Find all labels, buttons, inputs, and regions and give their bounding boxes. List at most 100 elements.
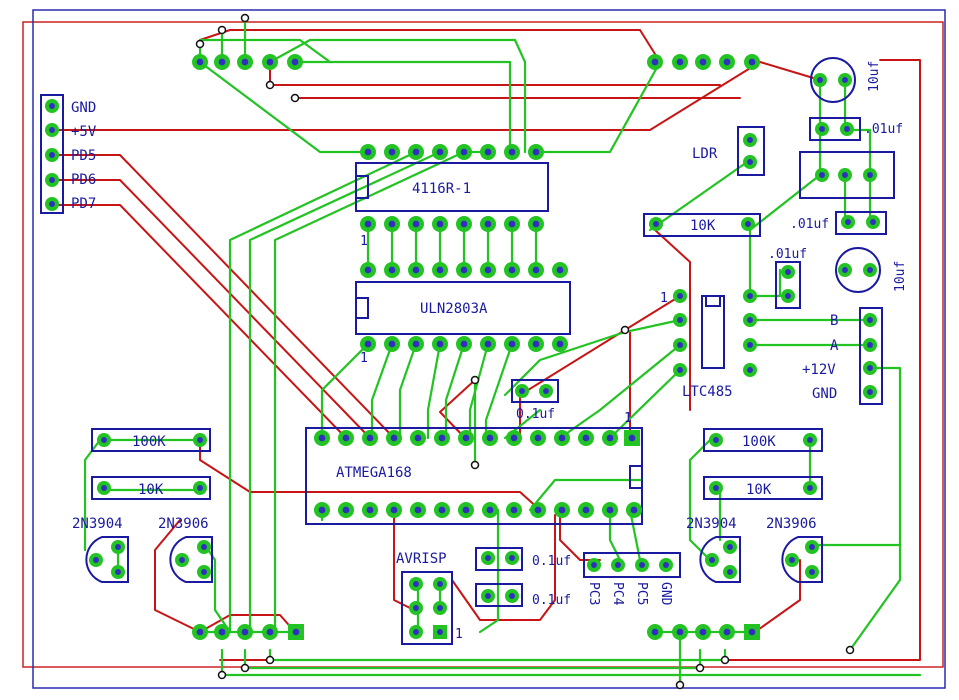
drill-hole xyxy=(867,317,873,323)
drill-hole xyxy=(364,340,372,348)
avrisp-outline xyxy=(401,571,453,645)
drill-hole xyxy=(364,266,372,274)
drill-hole xyxy=(807,437,813,443)
drill-hole xyxy=(543,388,549,394)
drill-hole xyxy=(534,506,542,514)
ic-mcu-notch xyxy=(629,465,643,489)
drill-hole xyxy=(532,340,540,348)
drill-hole xyxy=(817,77,823,83)
drill-hole xyxy=(485,593,491,599)
drill-hole xyxy=(266,628,274,636)
drill-hole xyxy=(101,485,107,491)
drill-hole xyxy=(606,434,614,442)
j2-label-gnd: GND xyxy=(812,386,837,402)
drill-hole xyxy=(318,506,326,514)
drill-hole xyxy=(558,434,566,442)
cap-0p1uf-a-label: 0.1uf xyxy=(516,407,555,422)
ic-driver-label: ULN2803A xyxy=(420,301,488,317)
drill-hole xyxy=(785,293,791,299)
drill-hole xyxy=(713,437,719,443)
ldr-outline xyxy=(737,126,765,176)
drill-hole xyxy=(582,434,590,442)
cap-0p1uf-b-label: 0.1uf xyxy=(532,554,571,569)
via xyxy=(265,80,275,90)
drill-hole xyxy=(651,628,659,636)
pc-header-outline xyxy=(583,552,681,578)
r-10k-top-label: 10K xyxy=(690,218,716,234)
cap-10uf-b-label: 10uf xyxy=(893,261,908,292)
via xyxy=(695,663,705,673)
header-j1-pads xyxy=(45,99,59,211)
drill-hole xyxy=(49,152,55,158)
drill-hole xyxy=(49,201,55,207)
drill-hole xyxy=(508,340,516,348)
j2-label-12v: +12V xyxy=(802,362,836,378)
drill-hole xyxy=(556,340,564,348)
drill-hole xyxy=(390,434,398,442)
drill-hole xyxy=(819,126,825,132)
drill-hole xyxy=(196,628,204,636)
drill-hole xyxy=(484,220,492,228)
drill-hole xyxy=(115,544,121,550)
drill-hole xyxy=(842,77,848,83)
pc-header-pads xyxy=(587,558,673,572)
drill-hole xyxy=(462,506,470,514)
r-10k-left-outline xyxy=(91,476,211,500)
r-100k-left-label: 100K xyxy=(132,434,166,450)
q3-outline xyxy=(699,536,741,583)
drill-hole xyxy=(366,506,374,514)
j1-label-pd6: PD6 xyxy=(71,172,96,188)
via xyxy=(470,460,480,470)
drill-hole xyxy=(534,434,542,442)
regulator-outline xyxy=(799,151,895,199)
drill-hole xyxy=(437,581,443,587)
via xyxy=(290,93,300,103)
drill-hole xyxy=(460,220,468,228)
disp-pin1-mark: 1 xyxy=(360,234,368,249)
drill-hole xyxy=(844,126,850,132)
misc-pads xyxy=(97,13,880,690)
drill-hole xyxy=(677,293,683,299)
drill-hole xyxy=(241,58,249,66)
drill-hole xyxy=(266,58,274,66)
drill-hole xyxy=(412,148,420,156)
q1-label: 2N3904 xyxy=(72,516,123,532)
drill-hole xyxy=(651,58,659,66)
pc-label-pc4: PC4 xyxy=(610,582,625,606)
top-connector-pads xyxy=(192,54,760,70)
drill-hole xyxy=(437,629,443,635)
drill-hole xyxy=(508,148,516,156)
via xyxy=(240,13,250,23)
drill-hole xyxy=(748,58,756,66)
drill-hole xyxy=(388,340,396,348)
drill-hole xyxy=(101,437,107,443)
drill-hole xyxy=(342,434,350,442)
drill-hole xyxy=(366,434,374,442)
via xyxy=(470,375,480,385)
transistor-pads xyxy=(89,540,819,579)
drill-hole xyxy=(789,557,795,563)
drill-hole xyxy=(676,58,684,66)
via xyxy=(675,680,685,690)
via xyxy=(845,645,855,655)
drill-hole xyxy=(747,317,753,323)
cap-0p1uf-c-label: 0.1uf xyxy=(532,593,571,608)
drill-hole xyxy=(115,569,121,575)
drill-hole xyxy=(93,557,99,563)
drill-hole xyxy=(388,266,396,274)
drill-hole xyxy=(412,340,420,348)
pc-label-pc5: PC5 xyxy=(634,582,649,605)
drill-hole xyxy=(713,485,719,491)
ic-mcu-pads xyxy=(314,430,642,518)
q3-label: 2N3904 xyxy=(686,516,737,532)
drill-hole xyxy=(747,159,753,165)
drill-hole xyxy=(364,148,372,156)
r-100k-right-outline xyxy=(703,428,823,452)
drill-hole xyxy=(462,434,470,442)
drill-hole xyxy=(179,557,185,563)
drill-hole xyxy=(745,221,751,227)
drill-hole xyxy=(639,562,645,568)
via xyxy=(620,325,630,335)
drill-hole xyxy=(196,58,204,66)
r-10k-top-outline xyxy=(643,213,761,237)
